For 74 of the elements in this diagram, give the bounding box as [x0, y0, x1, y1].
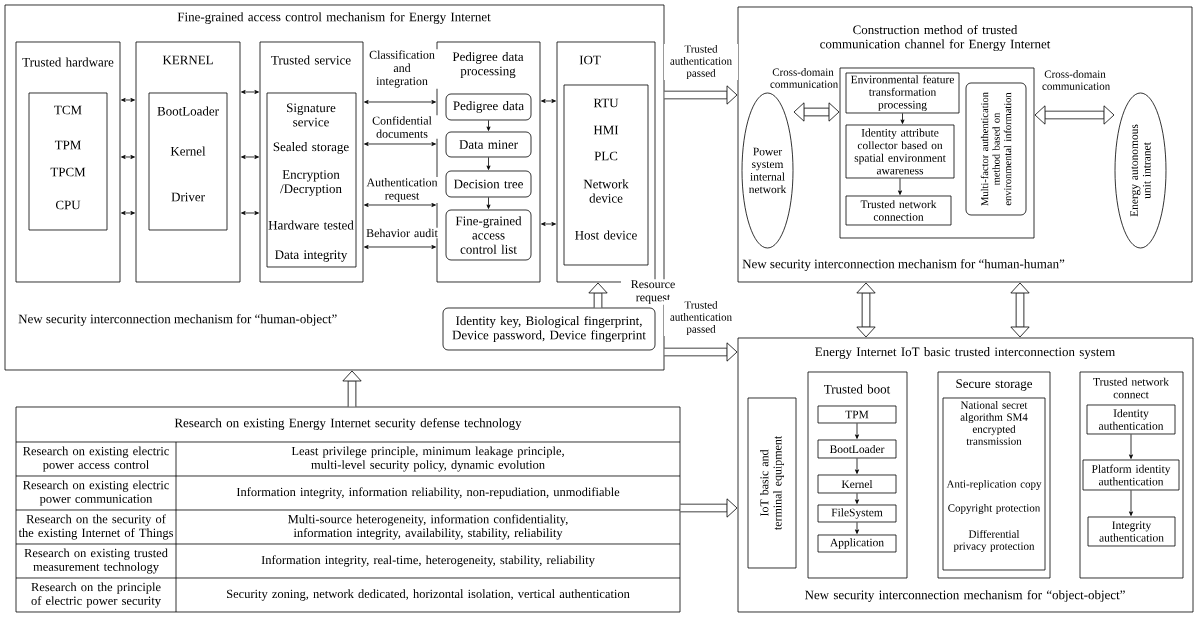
edge-label: Cross-domain communication — [1041, 69, 1110, 91]
arrow — [241, 155, 259, 159]
arrow — [541, 99, 556, 103]
block-arrow — [1010, 282, 1030, 338]
equipment-box: IoT basic and terminal equipment — [747, 397, 797, 569]
process-box: TPM — [817, 405, 897, 424]
list-box: BootLoader Kernel Driver — [148, 92, 228, 231]
block-arrow — [680, 498, 738, 518]
block-arrow — [1034, 105, 1115, 125]
edge-label: Cross-domain communication — [769, 67, 838, 89]
arrow — [241, 90, 259, 94]
table-cell: Research on the principle of electric power security — [31, 582, 161, 608]
process-box: Application — [817, 534, 897, 553]
block-arrow — [793, 102, 840, 122]
table-cell: Information integrity, real-time, heterogeneity, stability, reliability — [261, 555, 595, 567]
table-cell: Research on the security of the existing Internet of Things — [18, 514, 174, 540]
arrow — [855, 423, 859, 439]
process-box: Data miner — [445, 131, 532, 158]
process-box: Kernel — [817, 474, 897, 494]
block-arrow — [664, 342, 738, 362]
table-cell: Research on existing electric power access control — [23, 446, 169, 472]
arrow — [486, 157, 491, 170]
process-box: BootLoader — [817, 439, 897, 459]
arrow — [900, 113, 905, 124]
process-box: Integrity authentication — [1087, 516, 1176, 547]
arrow — [898, 178, 902, 195]
list-box: TCM TPM TPCM CPU — [28, 92, 108, 231]
table-cell: Research on existing trusted measurement technology — [24, 548, 168, 574]
credential-box: Identity key, Biological fingerprint, Device password, Device fingerprint — [442, 307, 656, 351]
edge-label: Behavior audit — [365, 227, 439, 239]
method-box: Multi-factor authentication method based on environmental information — [965, 82, 1027, 216]
arrow — [121, 98, 135, 102]
arrow — [121, 211, 135, 215]
process-box: Fine-grained access control list — [445, 209, 532, 261]
process-box: Platform identity authentication — [1082, 459, 1180, 491]
arrow — [241, 211, 259, 215]
list-box: RTU HMI PLC Network device Host device — [563, 84, 649, 266]
process-box: Environmental feature transformation processing — [845, 72, 960, 114]
process-box: Trusted network connection — [845, 195, 952, 226]
arrow — [364, 100, 436, 104]
arrow — [855, 493, 859, 504]
arrow — [855, 458, 859, 474]
table-cell: Security zoning, network dedicated, horizontal isolation, vertical authentication — [227, 589, 630, 601]
channel-box — [839, 67, 1035, 239]
block-arrow — [588, 282, 608, 308]
table-cell: Information integrity, information reliability, non-repudiation, unmodifiable — [236, 487, 620, 499]
edge-label: Confidential documents — [365, 115, 439, 139]
edge-label: Trusted authentication passed — [664, 43, 738, 80]
edge-label: Authentication request — [365, 177, 439, 203]
arrow — [364, 142, 436, 146]
block-arrow — [856, 282, 876, 338]
edge-label: Resource request — [621, 279, 685, 305]
process-box: Identity authentication — [1086, 404, 1176, 435]
arrow — [486, 120, 491, 131]
arrow — [1129, 434, 1133, 459]
list-box: National secret algorithm SM4 encrypted transmission Anti-replication copy Copyright protection Differential privacy protection — [942, 397, 1046, 571]
arrow — [855, 522, 859, 534]
arrow — [121, 155, 135, 159]
table-cell: Multi-source heterogeneity, information confidentiality, information integrity, availability, stability, reliability — [288, 514, 568, 540]
arrow — [486, 197, 491, 209]
process-box: FileSystem — [817, 504, 897, 523]
process-box: Decision tree — [445, 170, 532, 198]
table-cell: Least privilege principle, minimum leakage principle, multi-level security policy, dynamic evolution — [291, 446, 564, 472]
block-arrow — [664, 85, 738, 105]
arrow — [364, 203, 436, 207]
arrow — [541, 222, 556, 226]
block-arrow — [342, 370, 362, 407]
arrow — [364, 245, 436, 249]
process-box: Identity attribute collector based on spatial environment awareness — [845, 124, 955, 179]
process-box: Pedigree data — [445, 93, 532, 121]
arrow — [1129, 490, 1133, 516]
edge-label: Classification and integration — [365, 49, 439, 89]
table-cell: Research on existing electric power communication — [23, 480, 169, 506]
list-box: Signature service Sealed storage Encryption /Decryption Hardware tested Data integrity — [266, 92, 357, 268]
